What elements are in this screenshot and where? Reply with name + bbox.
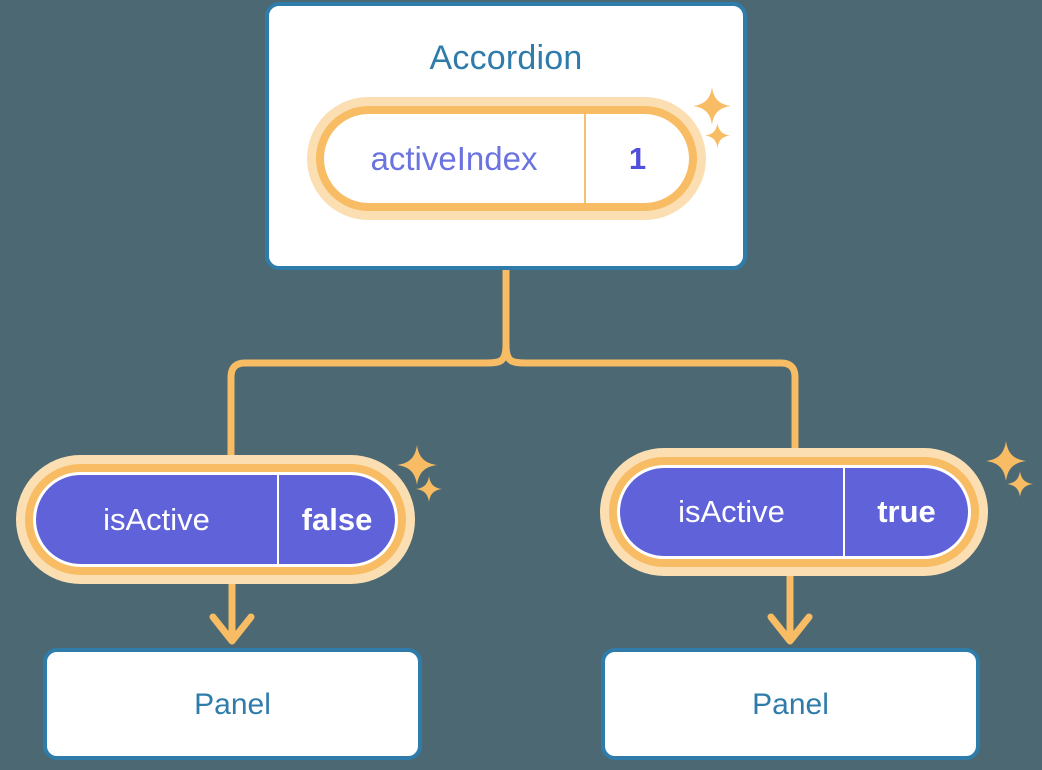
pill-ring: isActive true (609, 457, 979, 567)
sparkle-icon-small (1006, 470, 1034, 498)
state-value-is-active-left: false (301, 501, 373, 537)
pill-ring: activeIndex 1 (316, 106, 697, 211)
arrow-down-icon (209, 613, 255, 645)
arrow-down-icon (767, 613, 813, 645)
panel-title-right: Panel (752, 688, 829, 721)
panel-component-card-left[interactable]: Panel (43, 648, 422, 760)
state-pill-is-active-true[interactable]: isActive true (600, 448, 988, 576)
state-value-active-index: 1 (628, 140, 647, 176)
connector-branch-right (502, 341, 799, 452)
accordion-title: Accordion (429, 39, 583, 77)
sparkle-icon-large (396, 444, 438, 486)
sparkle-icon-small (415, 475, 443, 503)
state-key-active-index: activeIndex (324, 114, 586, 203)
state-value-is-active-right: true (877, 494, 936, 529)
panel-title-left: Panel (194, 688, 271, 721)
connector-branch-left (227, 341, 510, 459)
panel-component-card-right[interactable]: Panel (601, 648, 980, 760)
sparkle-icon-large (985, 440, 1027, 482)
pill-ring: isActive false (25, 464, 406, 575)
pill-body: isActive false (33, 472, 398, 567)
pill-body: isActive true (617, 465, 971, 559)
state-pill-is-active-false[interactable]: isActive false (16, 455, 415, 584)
pill-body: activeIndex 1 (324, 114, 689, 203)
state-key-is-active-right: isActive (620, 468, 845, 556)
state-pill-active-index[interactable]: activeIndex 1 (307, 97, 706, 220)
state-key-is-active-left: isActive (36, 475, 279, 564)
